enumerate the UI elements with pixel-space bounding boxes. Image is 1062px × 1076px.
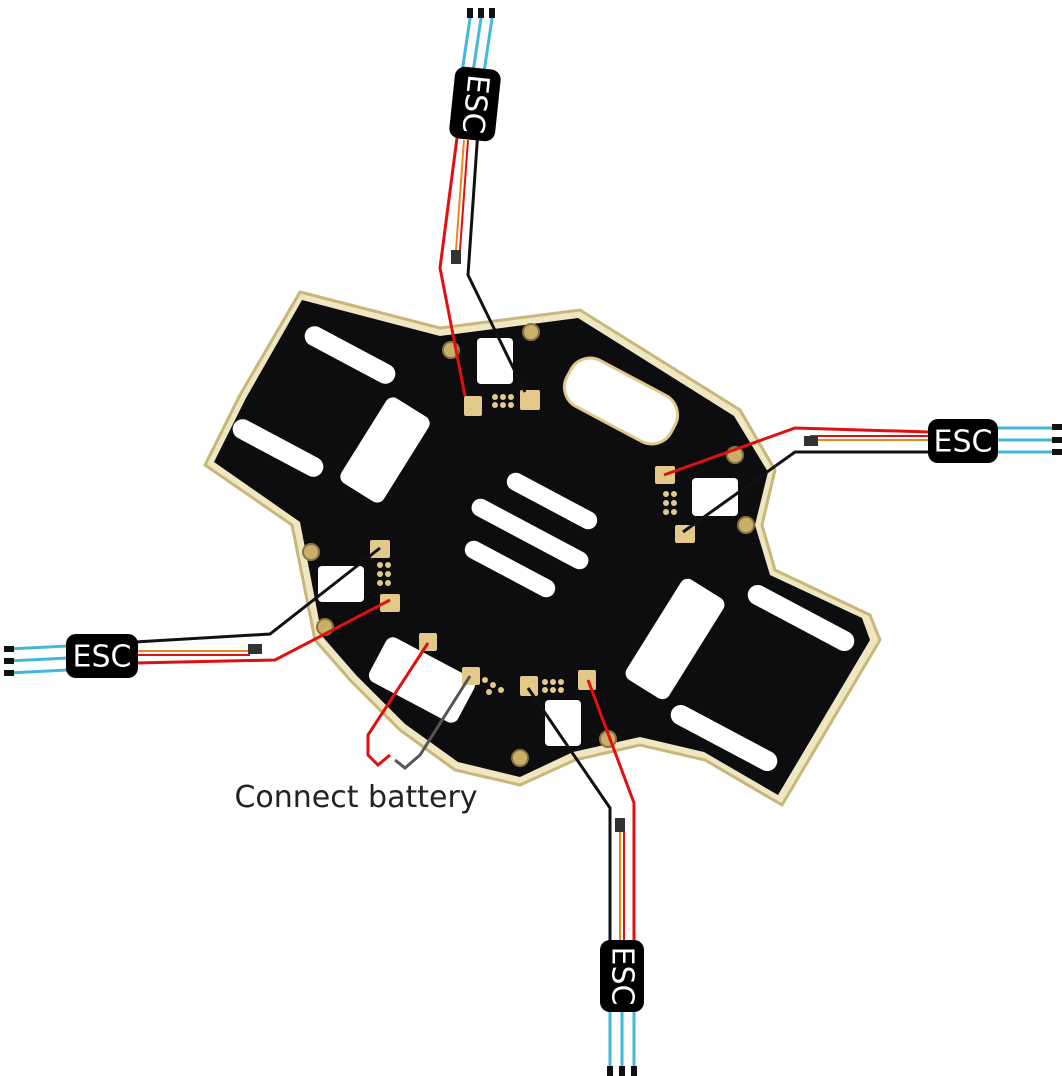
esc-right: ESC [928, 419, 998, 463]
battery-cutout [368, 637, 476, 723]
pad-cutout [318, 566, 364, 602]
esc-label: ESC [73, 640, 132, 675]
solder-pads [370, 390, 695, 696]
arm-cutout [625, 578, 725, 700]
bottom-esc-negative-wire [526, 687, 612, 945]
esc-bottom: ESC [600, 940, 644, 1012]
arm-slot [304, 326, 396, 384]
signal-wire-tips [4, 8, 1062, 1076]
left-esc-negative-wire [134, 546, 381, 644]
esc-label: ESC [605, 947, 640, 1006]
center-slot [464, 540, 556, 598]
board-slot [562, 356, 680, 446]
right-esc-positive-wire [663, 426, 931, 477]
pdb-frame-board [203, 290, 882, 808]
esc-label: ESC [455, 73, 496, 135]
signal-wires [7, 11, 1056, 1070]
arm-slot [747, 584, 855, 652]
wire-end-caps [248, 250, 818, 832]
pad-cutout [692, 478, 738, 516]
arm-slot [232, 419, 324, 477]
power-wires [134, 129, 931, 945]
battery-negative-wire [394, 675, 472, 770]
via-dots [377, 394, 677, 695]
arm-slot [670, 704, 778, 772]
pad-cutout [545, 700, 581, 746]
esc-left: ESC [66, 634, 138, 678]
center-slot [506, 472, 598, 530]
center-slot [471, 498, 589, 570]
esc-label: ESC [934, 425, 993, 460]
esc-lead-stripes [138, 139, 928, 940]
bottom-esc-positive-wire [586, 679, 636, 945]
arm-cutout [340, 397, 430, 503]
esc-top: ESC [449, 66, 501, 142]
right-esc-negative-wire [682, 450, 930, 534]
left-esc-positive-wire [134, 598, 391, 665]
top-esc-negative-wire [466, 129, 527, 393]
battery-caption: Connect battery [234, 780, 477, 815]
esc-body [600, 940, 644, 1012]
battery-positive-wire [366, 642, 430, 768]
pad-cutout [477, 338, 513, 384]
esc-body [449, 66, 501, 142]
top-esc-positive-wire [438, 129, 467, 397]
esc-body [928, 419, 998, 463]
esc-body [66, 634, 138, 678]
